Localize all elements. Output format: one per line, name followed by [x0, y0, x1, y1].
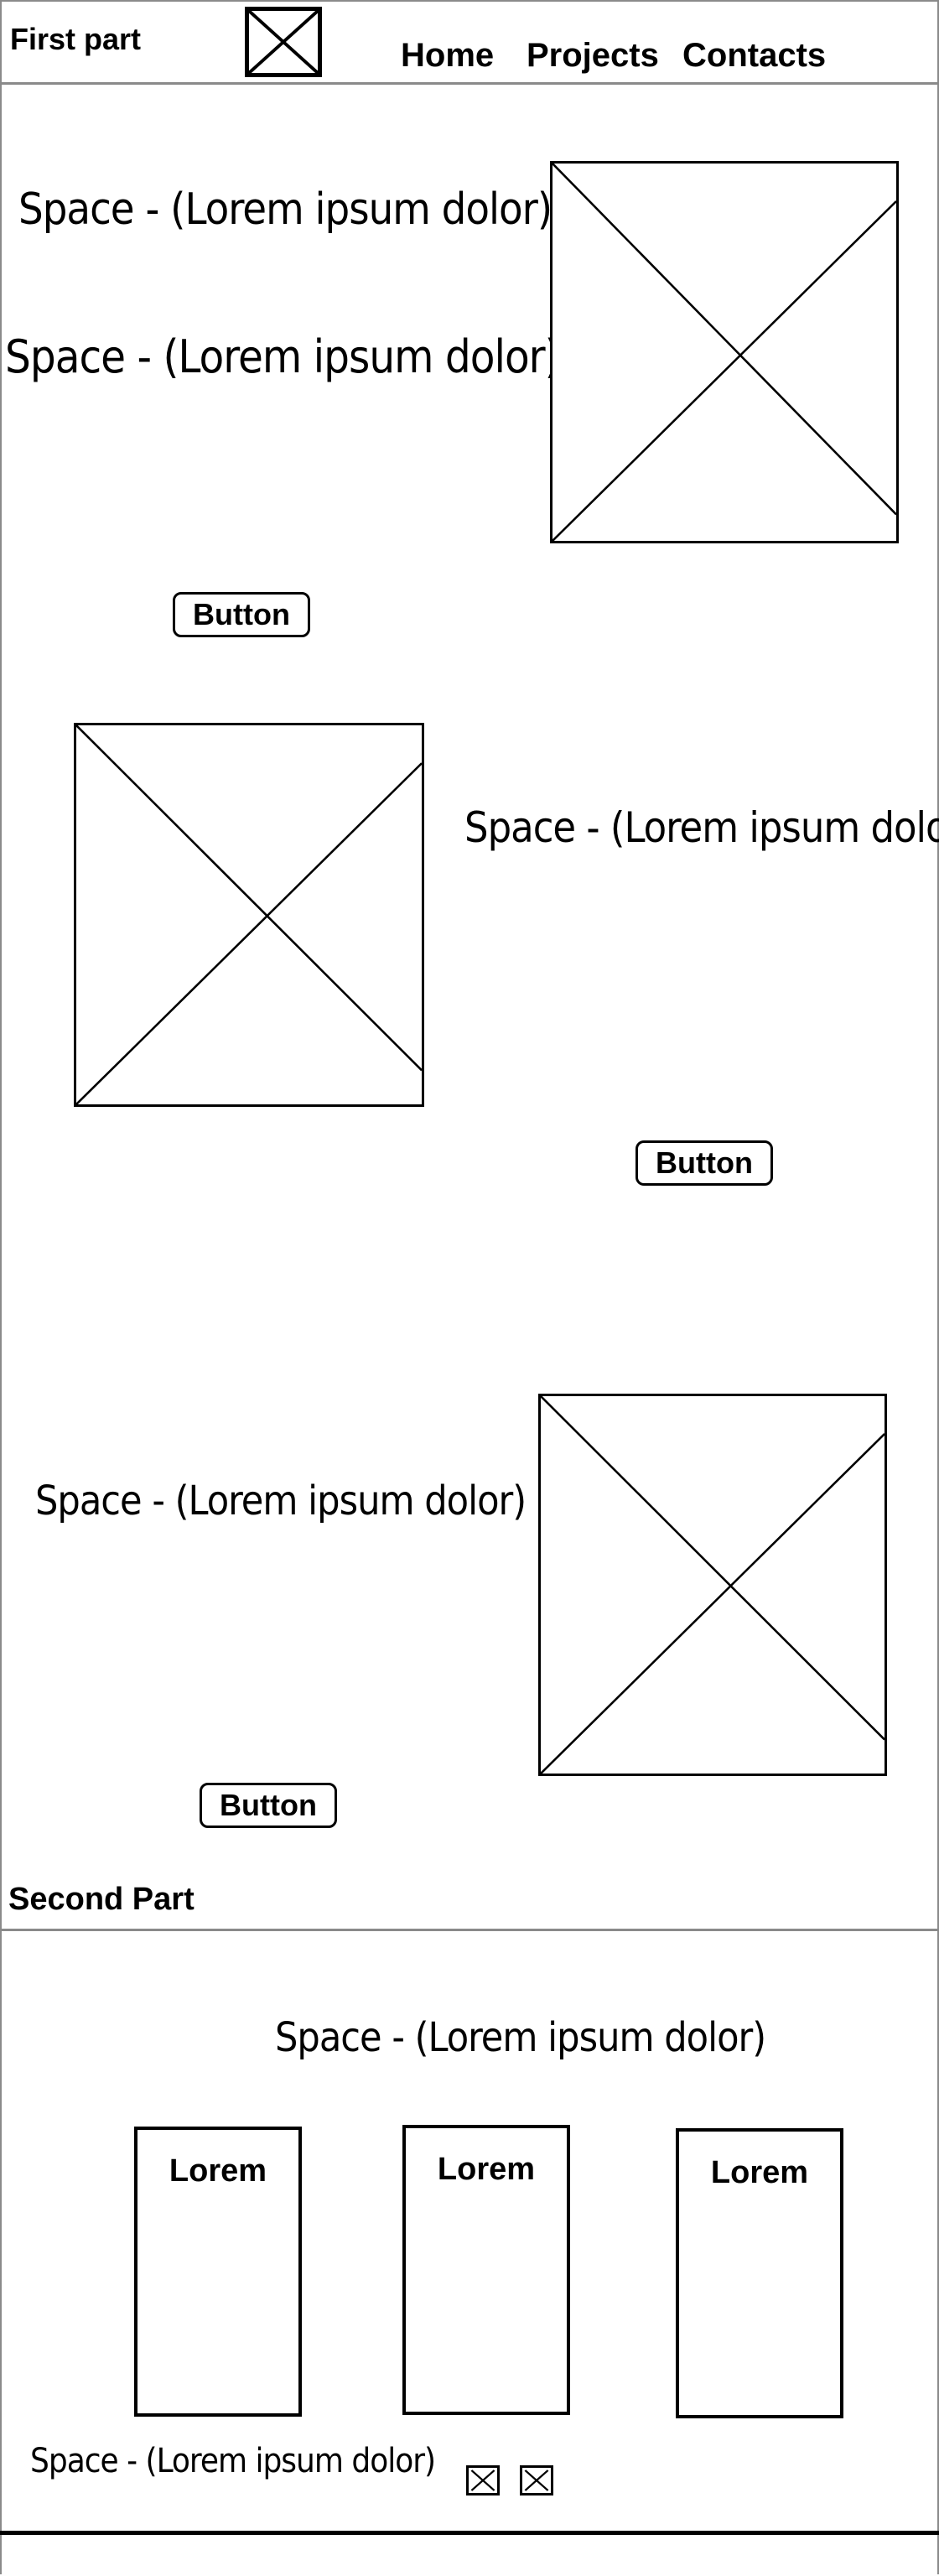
card-1-title: Lorem: [169, 2153, 267, 2189]
block3-button[interactable]: Button: [200, 1783, 337, 1828]
second-part-footer-text: Space - (Lorem ipsum dolor): [30, 2442, 436, 2480]
nav-home-link[interactable]: Home: [401, 37, 495, 74]
block2-button[interactable]: Button: [636, 1140, 773, 1186]
card-3[interactable]: Lorem: [676, 2128, 843, 2418]
second-part-label: Second Part: [8, 1882, 195, 1917]
nav-projects-link[interactable]: Projects: [527, 37, 659, 74]
footer-divider: [0, 2531, 939, 2535]
header-divider: [0, 82, 939, 85]
image-placeholder-icon[interactable]: [520, 2465, 553, 2496]
block1-image-placeholder: [550, 161, 899, 543]
nav-contacts-link[interactable]: Contacts: [682, 37, 827, 74]
block3-image-placeholder: [538, 1394, 887, 1776]
block1-text-line1: Space - (Lorem ipsum dolor): [18, 184, 553, 235]
logo-placeholder-icon[interactable]: [245, 7, 322, 77]
block3-text: Space - (Lorem ipsum dolor): [35, 1478, 527, 1524]
card-2-title: Lorem: [437, 2152, 536, 2187]
second-part-heading: Space - (Lorem ipsum dolor): [275, 2014, 766, 2061]
block1-button[interactable]: Button: [173, 592, 310, 637]
block1-text-line2: Space - (Lorem ipsum dolor): [5, 330, 561, 383]
card-3-title: Lorem: [710, 2155, 809, 2190]
card-2[interactable]: Lorem: [402, 2125, 570, 2415]
image-placeholder-icon[interactable]: [466, 2465, 500, 2496]
block2-text: Space - (Lorem ipsum dolor): [464, 803, 939, 852]
card-1[interactable]: Lorem: [134, 2127, 302, 2417]
block2-image-placeholder: [74, 723, 424, 1107]
first-part-label: First part: [10, 22, 142, 56]
second-part-divider: [0, 1929, 939, 1931]
